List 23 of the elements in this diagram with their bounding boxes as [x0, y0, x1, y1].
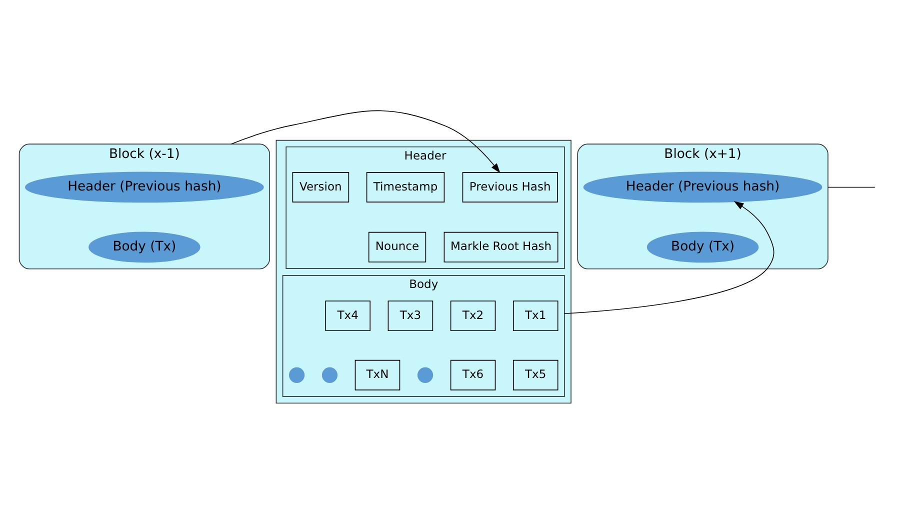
- cluster: [276, 140, 572, 404]
- connector: [828, 186, 876, 188]
- node-box: Timestamp: [366, 172, 445, 202]
- node-box: Nounce: [368, 232, 426, 262]
- node-circle: [322, 367, 338, 383]
- node-box: Markle Root Hash: [444, 232, 558, 262]
- node-box: Tx2: [450, 300, 496, 332]
- node-box: Tx3: [388, 300, 434, 332]
- node-ellipse: Header (Previous hash): [25, 172, 264, 203]
- node-box: Tx6: [450, 360, 496, 390]
- node-circle: [417, 367, 434, 383]
- arrow: [564, 201, 774, 314]
- node-ellipse: Header (Previous hash): [583, 172, 822, 203]
- node-box: Tx5: [512, 360, 558, 390]
- node-box: Tx4: [325, 300, 370, 332]
- node-box: Version: [292, 172, 350, 202]
- node-ellipse: Body (Tx): [88, 232, 200, 263]
- node-box: TxN: [354, 360, 400, 390]
- node-box: Tx1: [512, 300, 558, 332]
- arrow: [230, 110, 500, 174]
- node-box: Previous Hash: [462, 172, 558, 202]
- node-ellipse: Body (Tx): [646, 232, 759, 263]
- node-circle: [288, 367, 305, 383]
